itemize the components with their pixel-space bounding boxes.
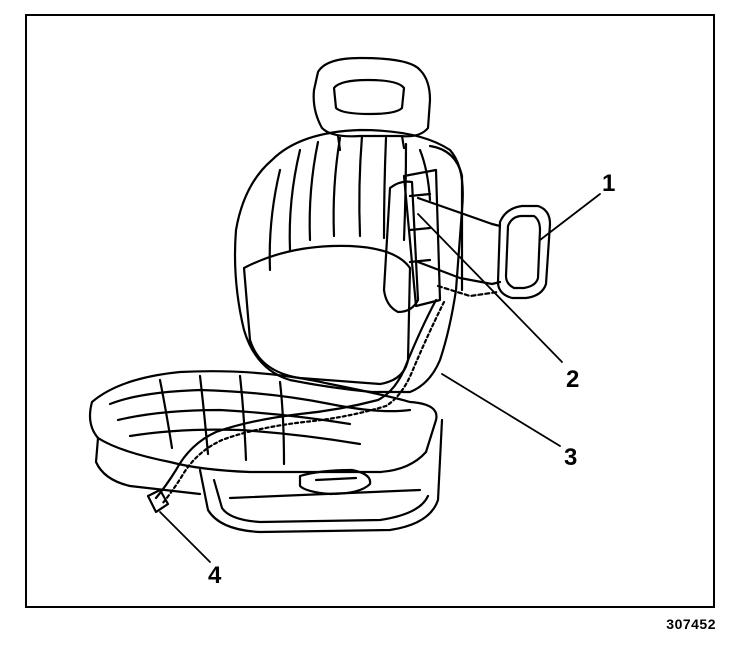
leader-3 — [441, 373, 561, 447]
callout-2: 2 — [566, 366, 580, 393]
figure-id: 307452 — [666, 616, 716, 632]
seat-cushion — [88, 370, 444, 534]
headrest — [312, 56, 432, 152]
leader-lines — [159, 193, 601, 563]
part-1-module — [490, 204, 552, 300]
callout-4: 4 — [208, 562, 222, 589]
leader-2 — [417, 213, 563, 363]
callout-1: 1 — [602, 170, 616, 197]
wire-harness — [146, 298, 446, 514]
leader-1 — [539, 193, 601, 241]
seat-back — [233, 128, 464, 394]
leader-4 — [159, 511, 211, 563]
side-module — [402, 168, 500, 308]
callout-3: 3 — [564, 444, 578, 471]
